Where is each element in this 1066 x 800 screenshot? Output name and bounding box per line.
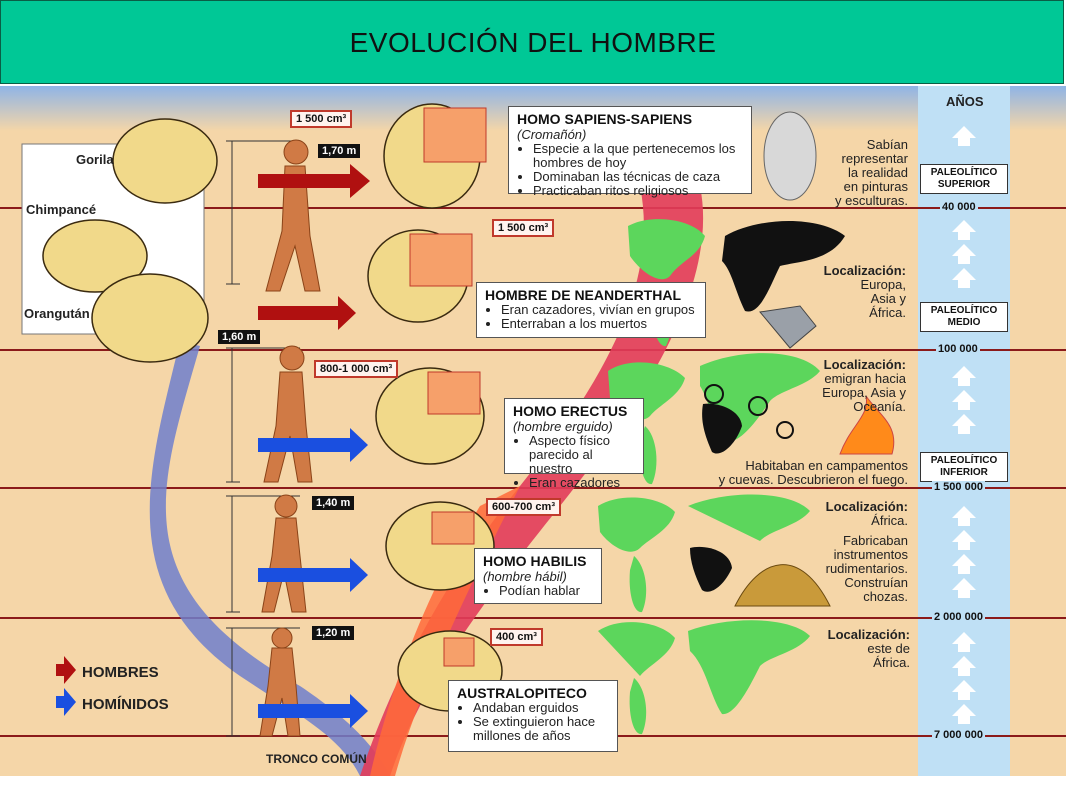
arrows <box>258 164 370 728</box>
height-tag: 1,40 m <box>312 496 355 510</box>
habilis-note: Fabricaban instrumentos rudimentarios. C… <box>825 533 908 604</box>
species-fact: Practicaban ritos religiosos <box>533 184 743 198</box>
brain-volume-tag: 1 500 cm³ <box>492 219 555 237</box>
label-orangutan: Orangután <box>24 306 90 321</box>
species-box-erectus: HOMO ERECTUS (hombre erguido) Aspecto fí… <box>504 398 644 490</box>
species-subtitle: (hombre erguido) <box>513 419 613 434</box>
habilis-arrow-icon <box>258 558 368 592</box>
title-bar: EVOLUCIÓN DEL HOMBRE <box>0 0 1064 84</box>
brain-volume-tag: 400 cm³ <box>490 628 543 646</box>
species-name: HOMBRE DE NEANDERTHAL <box>485 287 681 303</box>
species-fact: Eran cazadores, vivían en grupos <box>501 303 697 317</box>
year-label: 7 000 000 <box>932 729 985 741</box>
stone-tool-icon <box>759 305 817 349</box>
year-label: 2 000 000 <box>932 611 985 623</box>
neanderthal-range-icon <box>722 221 845 312</box>
height-brackets <box>226 140 300 737</box>
ape-skulls <box>42 118 218 363</box>
brain-volume-tag: 800-1 000 cm³ <box>314 360 399 378</box>
species-name: HOMO SAPIENS-SAPIENS <box>517 111 693 127</box>
habilis-figure-icon <box>274 494 298 518</box>
erectus-note: Habitaban en campamentos y cuevas. Descu… <box>718 458 908 487</box>
legend-hominidos: HOMÍNIDOS <box>82 696 169 713</box>
year-label: 40 000 <box>940 201 978 213</box>
australopithecus-location-label: Localización: <box>827 627 910 642</box>
timeline-header: AÑOS <box>946 94 984 109</box>
species-fact: Dominaban las técnicas de caza <box>533 170 743 184</box>
legend-hombres-arrow-icon <box>56 656 76 684</box>
gorilla-skull-icon <box>112 118 218 204</box>
page-title: EVOLUCIÓN DEL HOMBRE <box>349 27 717 58</box>
erectus-range-icon <box>702 403 742 454</box>
neanderthal-arrow-icon <box>258 296 356 330</box>
species-box-neanderthal: HOMBRE DE NEANDERTHAL Eran cazadores, vi… <box>476 282 706 338</box>
period-label: PALEOLÍTICO SUPERIOR <box>920 164 1008 194</box>
species-box-sapiens: HOMO SAPIENS-SAPIENS (Cromañón) Especie … <box>508 106 752 198</box>
neanderthal-location-label: Localización: <box>823 263 906 278</box>
label-chimpance: Chimpancé <box>26 202 97 217</box>
species-fact: Podían hablar <box>499 584 593 598</box>
venus-statue-icon <box>763 111 817 201</box>
species-fact: Se extinguieron hace millones de años <box>473 715 609 743</box>
australopithecus-arrow-icon <box>258 694 368 728</box>
height-tag: 1,20 m <box>312 626 355 640</box>
timeline-arrows <box>952 126 976 724</box>
height-tag: 1,70 m <box>318 144 361 158</box>
height-tag: 1,60 m <box>218 330 261 344</box>
fire-icon <box>839 395 895 455</box>
species-fact: Especie a la que pertenecemos los hombre… <box>533 142 743 170</box>
label-gorila: Gorila <box>76 152 114 167</box>
erectus-arrow-icon <box>258 428 368 462</box>
year-label: 1 500 000 <box>932 481 985 493</box>
species-subtitle: (hombre hábil) <box>483 569 567 584</box>
sapiens-note: Sabían representar la realidad en pintur… <box>835 137 908 208</box>
legend-hombres: HOMBRES <box>82 664 159 681</box>
evolution-poster: Gorila Chimpancé Orangután 1,70 m 1,60 m… <box>0 86 1066 776</box>
brain-volume-tag: 1 500 cm³ <box>290 110 353 128</box>
brain-markers <box>409 107 487 667</box>
habilis-map-icon <box>598 494 810 613</box>
poster-graphics <box>0 86 1066 776</box>
species-fact: Aspecto físico parecido al nuestro <box>529 434 635 476</box>
neanderthal-location: Europa, Asia y África. <box>860 277 906 320</box>
habilis-location: África. <box>871 513 908 528</box>
brain-volume-tag: 600-700 cm³ <box>486 498 561 516</box>
period-label: PALEOLÍTICO MEDIO <box>920 302 1008 332</box>
orangutan-skull-icon <box>91 273 209 363</box>
erectus-figure-icon <box>279 345 305 371</box>
habilis-range-icon <box>690 546 732 592</box>
species-box-australopithecus: AUSTRALOPITECO Andaban erguidos Se extin… <box>448 680 618 752</box>
species-subtitle: (Cromañón) <box>517 127 587 142</box>
australopithecus-figure-icon <box>271 627 293 649</box>
habilis-location-label: Localización: <box>825 499 908 514</box>
migration-circles <box>704 384 794 439</box>
tronco-comun-label: TRONCO COMÚN <box>266 752 367 766</box>
species-fact: Enterraban a los muertos <box>501 317 697 331</box>
species-fact: Eran cazadores <box>529 476 635 490</box>
australopithecus-map-icon <box>598 620 810 735</box>
chimpanzee-skull-icon <box>42 219 148 293</box>
species-box-habilis: HOMO HABILIS (hombre hábil) Podían habla… <box>474 548 602 604</box>
species-name: AUSTRALOPITECO <box>457 685 587 701</box>
hominin-figures <box>259 139 321 737</box>
australopithecus-location: este de África. <box>867 641 910 670</box>
legend-hominidos-arrow-icon <box>56 688 76 716</box>
period-label: PALEOLÍTICO INFERIOR <box>920 452 1008 482</box>
species-name: HOMO HABILIS <box>483 553 587 569</box>
species-name: HOMO ERECTUS <box>513 403 628 419</box>
erectus-location: emigran hacia Europa, Asia y Oceanía. <box>822 371 906 414</box>
hut-icon <box>734 564 831 607</box>
erectus-location-label: Localización: <box>823 357 906 372</box>
sapiens-arrow-icon <box>258 164 370 198</box>
year-label: 100 000 <box>936 343 980 355</box>
species-fact: Andaban erguidos <box>473 701 609 715</box>
sapiens-figure-icon <box>283 139 309 165</box>
